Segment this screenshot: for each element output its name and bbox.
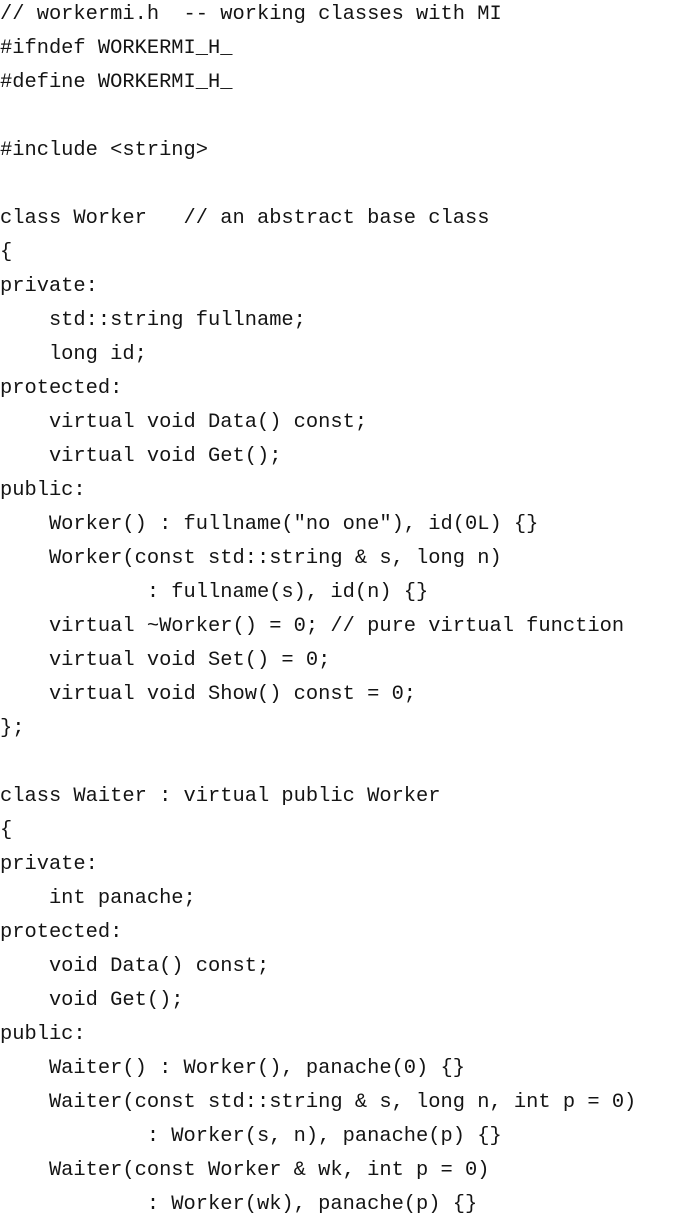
code-line: : Worker(s, n), panache(p) {} [0,1125,502,1148]
code-line: class Worker // an abstract base class [0,207,490,230]
code-line: protected: [0,921,123,944]
code-line: Waiter() : Worker(), panache(0) {} [0,1057,465,1080]
code-line: }; [0,717,25,740]
code-line: int panache; [0,887,196,910]
code-line: long id; [0,343,147,366]
code-listing: // workermi.h -- working classes with MI… [0,3,637,1216]
code-line: virtual ~Worker() = 0; // pure virtual f… [0,615,625,638]
code-line: // workermi.h -- working classes with MI [0,3,502,26]
code-line [0,168,636,202]
code-line: void Data() const; [0,955,270,978]
code-line: Worker(const std::string & s, long n) [0,547,502,570]
code-line [0,746,636,780]
code-line: virtual void Get(); [0,445,282,468]
code-line: class Waiter : virtual public Worker [0,785,441,808]
code-line: Waiter(const Worker & wk, int p = 0) [0,1159,490,1182]
code-line: std::string fullname; [0,309,306,332]
code-line: Worker() : fullname("no one"), id(0L) {} [0,513,539,536]
code-line: protected: [0,377,123,400]
code-line: public: [0,479,86,502]
code-line: #ifndef WORKERMI_H_ [0,37,233,60]
code-line: #define WORKERMI_H_ [0,71,233,94]
code-line: { [0,241,13,264]
code-line [0,100,636,134]
code-line: : Worker(wk), panache(p) {} [0,1193,478,1216]
code-line: void Get(); [0,989,184,1012]
code-line: public: [0,1023,86,1046]
code-line: private: [0,853,98,876]
code-line: virtual void Data() const; [0,411,368,434]
code-line: { [0,819,13,842]
code-line: #include <string> [0,139,209,162]
code-line: private: [0,275,98,298]
code-line: : fullname(s), id(n) {} [0,581,429,604]
code-line: virtual void Show() const = 0; [0,683,417,706]
code-line: Waiter(const std::string & s, long n, in… [0,1091,637,1114]
code-line: virtual void Set() = 0; [0,649,331,672]
